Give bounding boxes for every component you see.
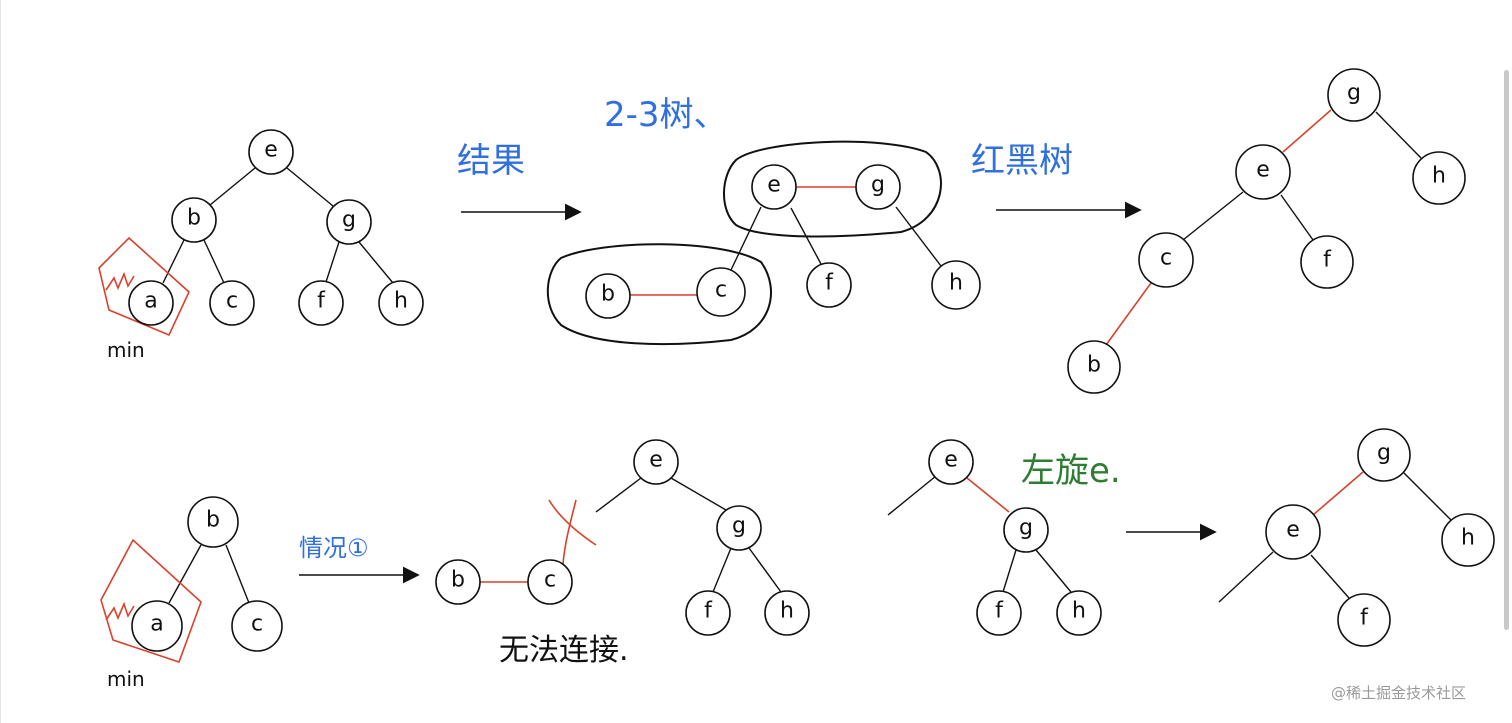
svg-text:c: c — [715, 278, 727, 303]
node-e: e — [633, 439, 679, 485]
tree-after-rotation: g e h f — [1218, 428, 1495, 647]
node-g: g — [1357, 428, 1411, 482]
svg-text:e: e — [767, 173, 781, 198]
svg-text:e: e — [944, 448, 958, 473]
tree-before-rotation: e g f h 左旋e. — [887, 439, 1121, 636]
svg-text:g: g — [1377, 441, 1391, 466]
node-f: f — [976, 590, 1022, 636]
node-g: g — [1003, 507, 1049, 553]
svg-text:g: g — [1019, 516, 1033, 541]
tree-case-one: b c e g f h 无法连接. — [435, 439, 810, 668]
node-f: f — [1300, 235, 1354, 289]
svg-text:e: e — [1286, 518, 1300, 543]
case-one-label: 情况① — [299, 534, 369, 562]
node-h: h — [1056, 590, 1102, 636]
node-e: e — [1235, 144, 1291, 200]
scrollbar[interactable] — [1504, 70, 1509, 630]
watermark: @稀土掘金技术社区 — [1331, 684, 1466, 702]
tree-small: b a c min — [100, 496, 283, 691]
min-label: min — [107, 338, 145, 362]
svg-text:e: e — [649, 448, 663, 473]
svg-text:h: h — [394, 289, 408, 314]
svg-text:e: e — [264, 138, 278, 163]
red-black-tree-label: 红黑树 — [971, 141, 1073, 181]
node-f: f — [1337, 593, 1391, 647]
svg-text:f: f — [317, 289, 326, 314]
node-g: g — [855, 164, 901, 210]
node-g: g — [326, 199, 372, 245]
svg-text:b: b — [1087, 353, 1101, 378]
node-c: c — [527, 559, 573, 605]
node-h: h — [378, 280, 424, 326]
svg-text:f: f — [995, 599, 1004, 624]
svg-text:h: h — [949, 271, 963, 296]
cannot-connect-label: 无法连接. — [499, 633, 629, 668]
svg-text:b: b — [601, 282, 615, 307]
node-h: h — [931, 260, 981, 310]
svg-text:f: f — [704, 599, 713, 624]
result-label: 结果 — [457, 141, 525, 181]
node-h: h — [1441, 513, 1495, 567]
node-c: c — [231, 600, 283, 652]
svg-text:a: a — [144, 289, 157, 314]
svg-text:g: g — [1347, 81, 1361, 106]
svg-text:c: c — [251, 612, 263, 637]
node-b: b — [171, 197, 217, 243]
node-e: e — [751, 164, 797, 210]
svg-text:f: f — [825, 271, 834, 296]
svg-text:b: b — [187, 206, 201, 231]
svg-text:h: h — [1432, 164, 1446, 189]
red-scribble-box — [98, 236, 190, 337]
node-h: h — [764, 590, 810, 636]
two-three-tree-label: 2-3树、 — [604, 95, 728, 135]
node-g: g — [716, 505, 762, 551]
node-b: b — [435, 559, 481, 605]
node-h: h — [1412, 151, 1466, 205]
node-c: c — [209, 280, 255, 326]
node-f: f — [685, 590, 731, 636]
node-c: c — [1138, 232, 1194, 288]
svg-text:g: g — [342, 208, 356, 233]
svg-text:b: b — [206, 508, 220, 533]
rotate-left-label: 左旋e. — [1021, 451, 1121, 491]
node-b: b — [187, 496, 239, 548]
svg-text:c: c — [1160, 246, 1172, 271]
svg-text:c: c — [544, 568, 556, 593]
svg-text:g: g — [732, 514, 746, 539]
node-g: g — [1327, 68, 1381, 122]
svg-text:a: a — [150, 612, 163, 637]
node-b: b — [1067, 340, 1121, 394]
svg-text:g: g — [871, 173, 885, 198]
svg-text:f: f — [1360, 606, 1369, 631]
svg-text:h: h — [780, 599, 794, 624]
node-e: e — [1265, 504, 1321, 560]
svg-text:e: e — [1256, 158, 1270, 183]
node-f: f — [298, 280, 344, 326]
svg-text:h: h — [1461, 526, 1475, 551]
svg-text:b: b — [451, 568, 465, 593]
svg-text:h: h — [1072, 599, 1086, 624]
tree-two-three: e g b c f h — [546, 140, 981, 346]
svg-text:c: c — [226, 289, 238, 314]
red-scribble-box — [100, 538, 202, 664]
tree-red-black: g e h c f b — [1067, 68, 1466, 394]
node-a: a — [128, 280, 174, 326]
node-e: e — [248, 129, 294, 175]
svg-text:f: f — [1323, 248, 1332, 273]
node-c: c — [696, 267, 746, 317]
node-e: e — [928, 439, 974, 485]
tree-initial: e b g a c f h min — [98, 129, 424, 362]
node-a: a — [131, 600, 183, 652]
node-f: f — [806, 262, 852, 308]
node-b: b — [585, 273, 631, 319]
min-label: min — [107, 667, 145, 691]
